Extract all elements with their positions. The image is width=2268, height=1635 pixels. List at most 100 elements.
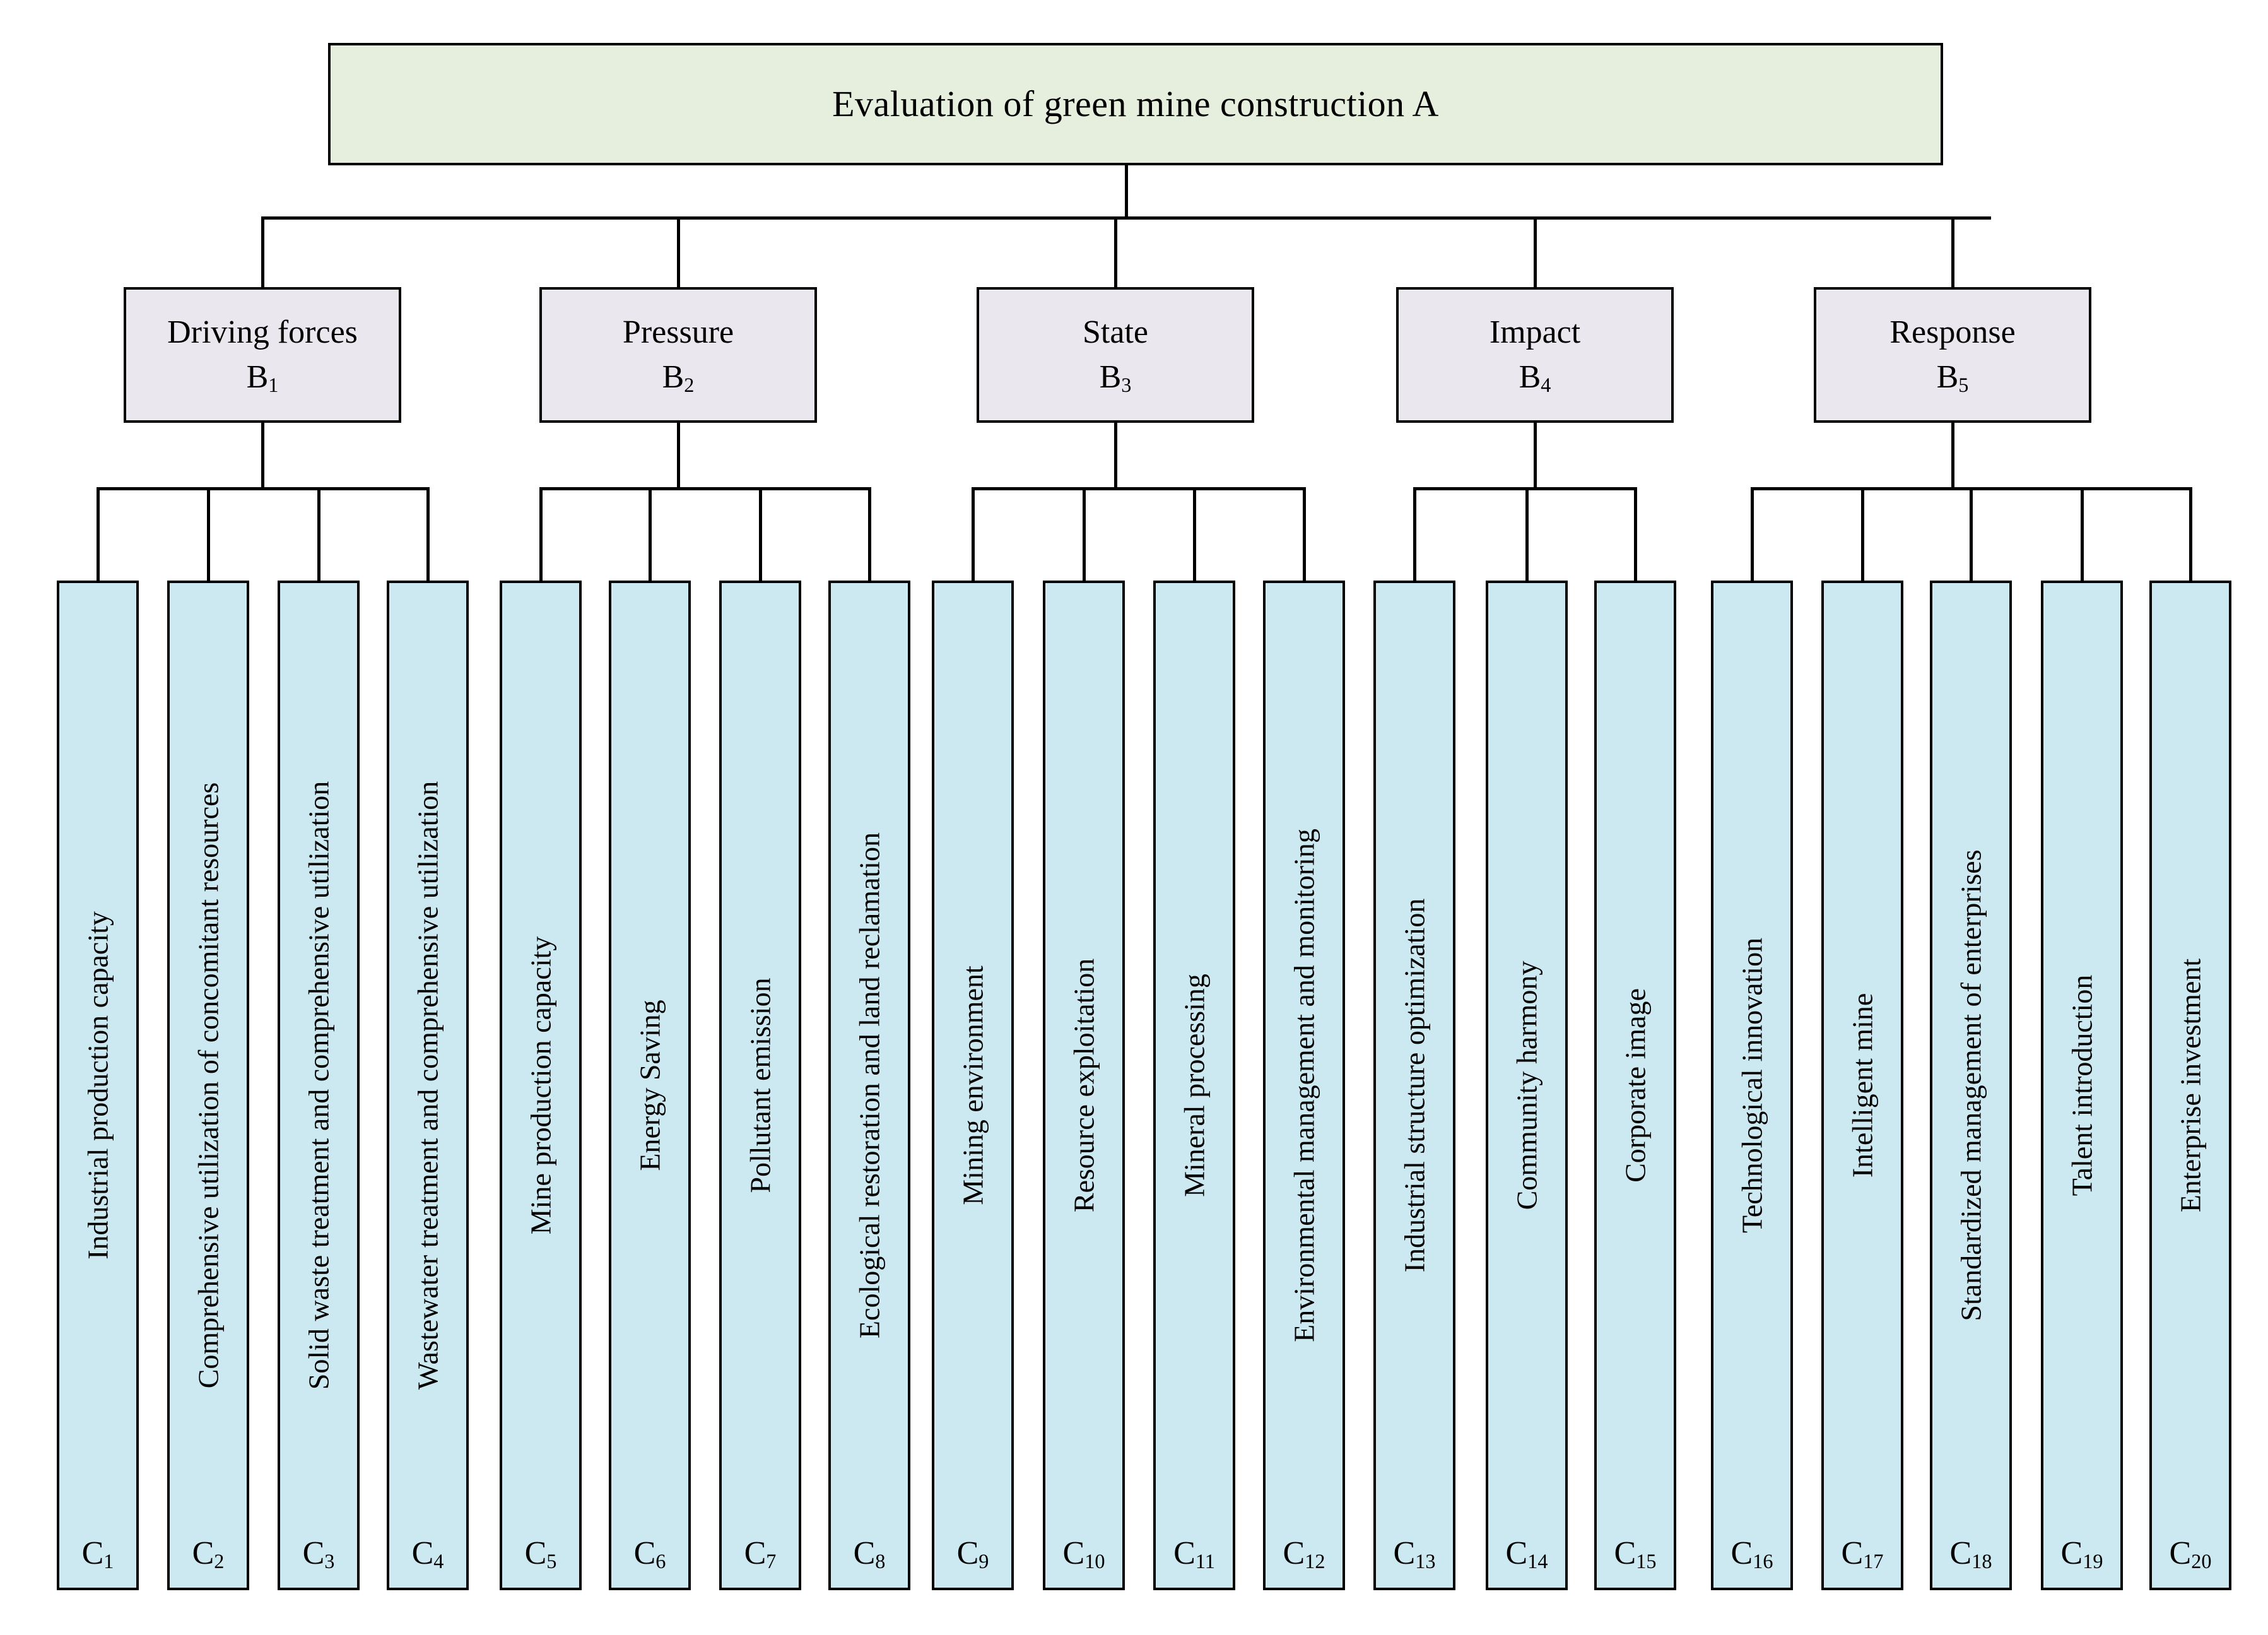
indicator-node-c9: Mining environment C9	[932, 581, 1014, 1590]
indicator-label-c11: Mineral processing	[1178, 974, 1211, 1197]
criteria-code-b3: B3	[1099, 359, 1132, 397]
criteria-label-b1: Driving forces	[167, 314, 358, 351]
connector-drop-c11	[1193, 487, 1196, 582]
indicator-node-c11: Mineral processing C11	[1153, 581, 1235, 1590]
indicator-code-c18: C18	[1949, 1535, 1992, 1573]
indicator-label-c3: Solid waste treatment and comprehensive …	[302, 781, 335, 1390]
indicator-node-c5: Mine production capacity C5	[500, 581, 582, 1590]
criteria-node-b3: State B3	[977, 287, 1254, 423]
indicator-code-c1: C1	[81, 1535, 114, 1573]
connector-drop-c19	[2081, 487, 2084, 582]
connector-drop-c15	[1634, 487, 1637, 582]
indicator-label-c8: Ecological restoration and land reclamat…	[853, 832, 886, 1339]
connector-stem-b5	[1951, 423, 1954, 489]
criteria-label-b3: State	[1083, 314, 1148, 351]
indicator-node-c2: Comprehensive utilization of concomitant…	[167, 581, 249, 1590]
connector-drop-c10	[1083, 487, 1086, 582]
indicator-node-c1: Industrial production capacity C1	[57, 581, 139, 1590]
indicator-label-c16: Technological innovation	[1736, 937, 1768, 1234]
criteria-label-b4: Impact	[1489, 314, 1581, 351]
criteria-label-b2: Pressure	[622, 314, 734, 351]
connector-stem-b1	[261, 423, 264, 489]
connector-bus-b2	[539, 487, 871, 490]
indicator-node-c12: Environmental management and monitoring …	[1263, 581, 1345, 1590]
indicator-label-c18: Standardized management of enterprises	[1954, 849, 1987, 1321]
criteria-node-b2: Pressure B2	[539, 287, 817, 423]
indicator-code-c11: C11	[1173, 1535, 1215, 1573]
connector-drop-c8	[868, 487, 871, 582]
indicator-code-c10: C10	[1062, 1535, 1105, 1573]
indicator-node-c13: Industrial structure optimization C13	[1373, 581, 1455, 1590]
indicator-label-c1: Industrial production capacity	[81, 911, 114, 1260]
indicator-code-c5: C5	[524, 1535, 557, 1573]
indicator-code-c3: C3	[302, 1535, 335, 1573]
connector-bus-b3	[972, 487, 1306, 490]
connector-drop-c14	[1525, 487, 1529, 582]
criteria-code-b5: B5	[1936, 359, 1969, 397]
indicator-code-c14: C14	[1505, 1535, 1548, 1573]
connector-b-bus	[262, 216, 1991, 220]
indicator-code-c16: C16	[1730, 1535, 1773, 1573]
connector-drop-c13	[1413, 487, 1416, 582]
connector-drop-c5	[539, 487, 543, 582]
connector-drop-c20	[2189, 487, 2192, 582]
indicator-node-c16: Technological innovation C16	[1711, 581, 1793, 1590]
connector-stem-b3	[1114, 423, 1117, 489]
indicator-code-c20: C20	[2169, 1535, 2212, 1573]
indicator-code-c15: C15	[1614, 1535, 1657, 1573]
criteria-code-b2: B2	[662, 359, 695, 397]
indicator-code-c8: C8	[853, 1535, 886, 1573]
connector-drop-c2	[207, 487, 210, 582]
connector-drop-c4	[426, 487, 430, 582]
connector-drop-c18	[1970, 487, 1973, 582]
indicator-label-c4: Wastewater treatment and comprehensive u…	[411, 781, 444, 1390]
connector-stem-b4	[1534, 423, 1537, 489]
connector-drop-b2	[677, 216, 680, 288]
indicator-label-c13: Industrial structure optimization	[1398, 898, 1431, 1273]
indicator-label-c17: Intelligent mine	[1846, 993, 1879, 1178]
connector-drop-b1	[261, 216, 264, 288]
connector-drop-c3	[317, 487, 320, 582]
indicator-node-c8: Ecological restoration and land reclamat…	[828, 581, 910, 1590]
indicator-node-c4: Wastewater treatment and comprehensive u…	[387, 581, 469, 1590]
criteria-label-b5: Response	[1889, 314, 2016, 351]
indicator-node-c19: Talent introduction C19	[2041, 581, 2123, 1590]
connector-stem-b2	[677, 423, 680, 489]
criteria-node-b1: Driving forces B1	[124, 287, 401, 423]
criteria-code-b1: B1	[246, 359, 279, 397]
connector-drop-c6	[649, 487, 652, 582]
connector-drop-c12	[1303, 487, 1306, 582]
indicator-label-c12: Environmental management and monitoring	[1288, 829, 1320, 1342]
indicator-label-c5: Mine production capacity	[524, 936, 557, 1235]
indicator-node-c17: Intelligent mine C17	[1821, 581, 1903, 1590]
connector-bus-b4	[1413, 487, 1637, 490]
indicator-node-c20: Enterprise investment C20	[2149, 581, 2231, 1590]
indicator-code-c4: C4	[411, 1535, 444, 1573]
criteria-node-b4: Impact B4	[1396, 287, 1674, 423]
indicator-code-c19: C19	[2060, 1535, 2103, 1573]
indicator-label-c6: Energy Saving	[633, 1000, 666, 1171]
goal-label: Evaluation of green mine construction A	[832, 83, 1439, 124]
connector-drop-c16	[1751, 487, 1754, 582]
indicator-node-c3: Solid waste treatment and comprehensive …	[278, 581, 360, 1590]
indicator-node-c6: Energy Saving C6	[609, 581, 691, 1590]
indicator-label-c15: Corporate image	[1619, 988, 1652, 1183]
connector-drop-c1	[97, 487, 100, 582]
connector-a-stem	[1125, 165, 1128, 218]
indicator-code-c17: C17	[1841, 1535, 1884, 1573]
indicator-label-c19: Talent introduction	[2065, 974, 2098, 1196]
connector-drop-b5	[1951, 216, 1954, 288]
indicator-code-c7: C7	[744, 1535, 777, 1573]
indicator-label-c9: Mining environment	[956, 965, 989, 1205]
goal-node-a: Evaluation of green mine construction A	[328, 43, 1943, 165]
indicator-code-c13: C13	[1393, 1535, 1436, 1573]
criteria-node-b5: Response B5	[1814, 287, 2091, 423]
indicator-label-c20: Enterprise investment	[2174, 958, 2207, 1213]
indicator-label-c10: Resource exploitation	[1067, 958, 1100, 1213]
indicator-node-c18: Standardized management of enterprises C…	[1930, 581, 2012, 1590]
indicator-node-c14: Community harmony C14	[1486, 581, 1568, 1590]
connector-bus-b1	[97, 487, 429, 490]
indicator-code-c6: C6	[633, 1535, 666, 1573]
criteria-code-b4: B4	[1519, 359, 1551, 397]
